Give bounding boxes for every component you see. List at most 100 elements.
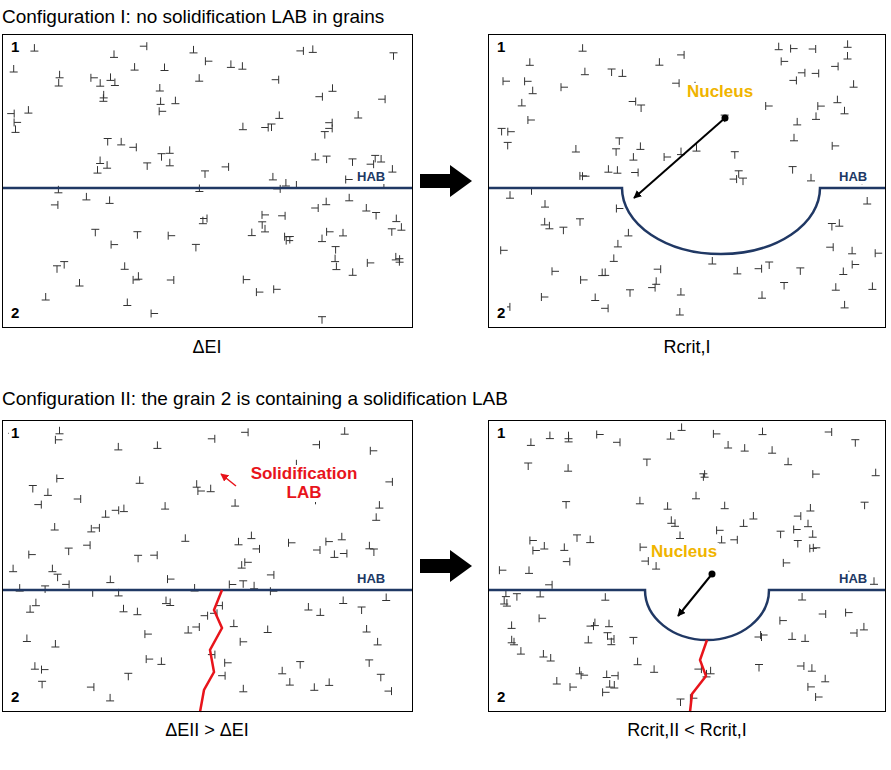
grain-boundary [2, 589, 413, 592]
dislocation-symbol [677, 699, 685, 706]
dislocation-symbol [601, 593, 609, 600]
radius-label: Rcrit,I [664, 337, 711, 358]
dislocation-symbol [151, 310, 158, 318]
configuration-title: Configuration I: no solidification LAB i… [2, 6, 384, 28]
dislocation-symbol [755, 665, 763, 672]
leader-arrow [678, 574, 712, 616]
dislocation-symbol [192, 244, 200, 251]
dislocation-symbol [278, 667, 286, 674]
dislocation-symbol [264, 626, 272, 633]
dislocation-symbol [296, 47, 303, 55]
dislocation-symbol [390, 53, 398, 60]
dislocation-symbol [629, 98, 636, 106]
dislocation-symbol [83, 541, 90, 549]
dislocation-symbol [749, 512, 757, 519]
dislocation-symbol [581, 276, 588, 284]
dislocation-symbol [339, 597, 347, 604]
dislocation-symbol [57, 475, 64, 483]
dislocation-symbol [608, 69, 616, 76]
dislocation-symbol [162, 597, 170, 604]
dislocation-symbol [508, 128, 515, 136]
dislocation-symbol [31, 662, 39, 669]
dislocation-symbol [525, 77, 532, 85]
dislocation-symbol [243, 276, 250, 284]
dislocation-symbol [199, 217, 207, 224]
dislocation-symbol [117, 138, 125, 145]
dislocation-symbol [275, 111, 283, 118]
dislocation-symbol [385, 687, 392, 695]
dislocation-symbol [51, 523, 59, 530]
energy-label: ΔEII > ΔEI [165, 720, 249, 741]
dislocation-symbol [524, 463, 532, 470]
dislocation-symbol [562, 502, 570, 509]
dislocation-symbol [652, 277, 660, 284]
dislocation-symbol [143, 163, 151, 170]
dislocation-symbol [388, 229, 396, 236]
dislocation-symbol [65, 548, 73, 555]
dislocation-symbol [253, 545, 260, 553]
dislocation-symbol [598, 269, 606, 276]
dislocation-symbol [813, 544, 820, 552]
grain-panel: 12HABNucleus [488, 34, 886, 328]
dislocation-symbol [841, 107, 849, 114]
dislocation-symbol [613, 166, 621, 173]
dislocation-symbol [161, 502, 169, 509]
dislocation-symbol [245, 558, 252, 566]
configuration-title: Configuration II: the grain 2 is contain… [2, 388, 508, 410]
dislocation-symbol [641, 557, 648, 565]
dislocation-symbol [375, 501, 383, 508]
dislocation-symbol [12, 125, 20, 132]
dislocation-symbol [385, 478, 392, 486]
dislocation-symbol [26, 605, 34, 612]
dislocation-symbol [652, 562, 660, 569]
grain-number: 1 [9, 39, 21, 56]
dislocation-symbol [396, 255, 404, 262]
dislocation-symbol [289, 539, 296, 547]
dislocation-symbol [56, 71, 64, 78]
dislocation-symbol [261, 124, 268, 132]
dislocation-symbol [42, 666, 49, 674]
dislocation-symbol [572, 145, 580, 152]
dislocation-symbol [634, 658, 642, 665]
dislocation-symbol [618, 69, 626, 76]
dislocation-symbol [371, 155, 379, 162]
dislocation-symbol [378, 95, 385, 103]
dislocation-symbol [501, 246, 508, 254]
dislocation-symbol [789, 76, 796, 84]
dislocation-symbol [629, 637, 637, 644]
dislocation-symbol [560, 543, 568, 550]
grain-panel: 12HABNucleus [488, 420, 886, 712]
dislocation-symbol [157, 97, 165, 104]
transition-arrow [420, 165, 472, 197]
dislocation-symbol [136, 476, 144, 483]
dislocation-symbol [624, 229, 632, 236]
dislocation-symbol [325, 119, 332, 127]
dislocation-symbol [833, 96, 841, 103]
transition-arrow [420, 550, 472, 582]
grain-boundary [488, 188, 886, 254]
dislocation-symbol [565, 432, 573, 439]
dislocation-symbol [545, 581, 552, 589]
dislocation-symbol [529, 87, 537, 94]
dislocation-symbol [14, 118, 21, 126]
dislocation-symbol [835, 219, 843, 226]
dislocation-symbol [140, 42, 147, 50]
dislocation-symbol [397, 223, 405, 230]
dislocation-symbol [207, 485, 215, 492]
dislocation-symbol [107, 73, 115, 80]
dislocation-symbol [133, 276, 140, 284]
dislocation-symbol [268, 124, 276, 131]
dislocation-symbol [218, 672, 225, 680]
grain-number: 1 [495, 425, 507, 442]
dislocation-symbol [528, 116, 535, 124]
dislocation-symbol [765, 262, 773, 269]
dislocation-symbol [546, 432, 554, 439]
dislocation-symbol [377, 155, 385, 162]
dislocation-symbol [23, 635, 31, 642]
dislocation-symbol [315, 93, 322, 101]
dislocation-symbol [318, 235, 326, 242]
dislocation-symbol [498, 128, 506, 135]
dislocation-symbol [110, 50, 118, 57]
dislocation-symbol [208, 435, 215, 443]
leader-arrow [221, 474, 236, 486]
